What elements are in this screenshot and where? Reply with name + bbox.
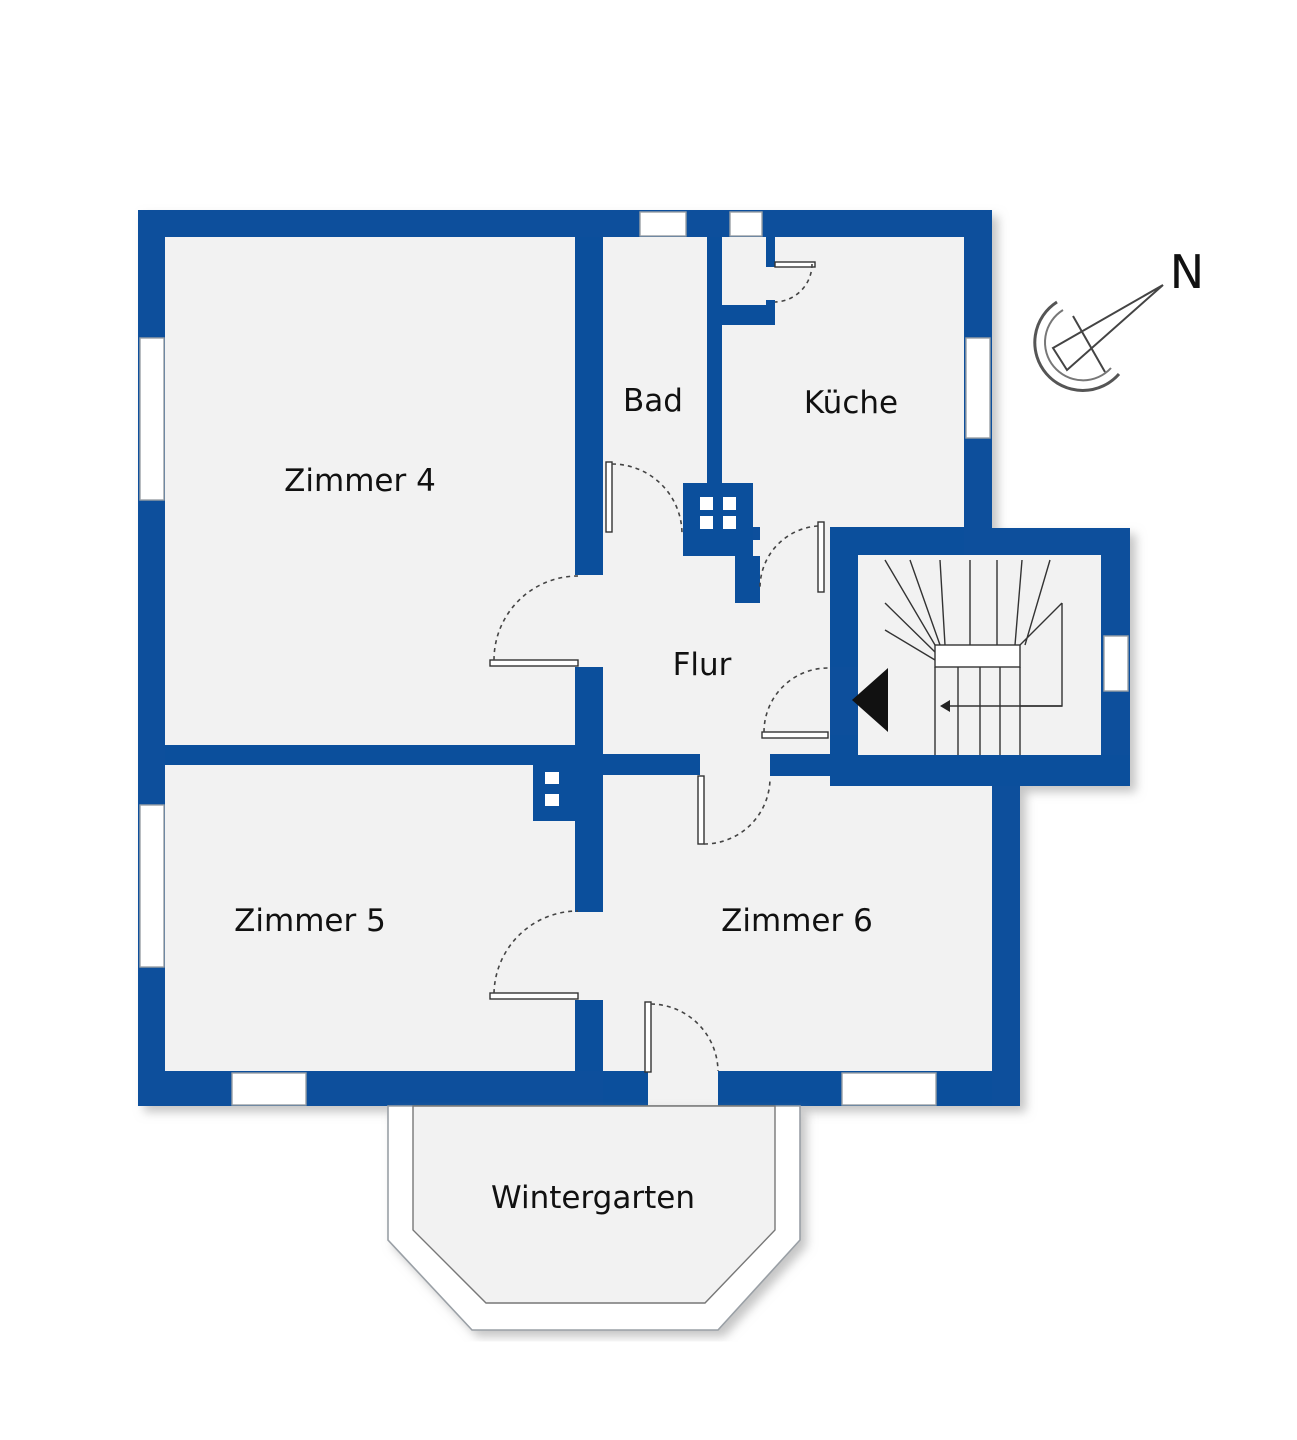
wall-z5-z6 — [575, 821, 603, 912]
wall-kueche-nook — [722, 305, 775, 325]
wall-chimney-tail — [735, 556, 760, 603]
wall-flur-z6-left — [603, 754, 700, 775]
door-bad — [605, 461, 613, 533]
chimney-left — [533, 765, 603, 821]
door-z4 — [489, 659, 579, 667]
window-right-kueche — [965, 337, 991, 439]
room-label-bad: Bad — [623, 383, 683, 419]
room-label-kueche: Küche — [804, 385, 898, 421]
room-label-zimmer4: Zimmer 4 — [284, 463, 436, 499]
wall-kueche-nook-v2 — [766, 300, 775, 325]
wall-z4-bad — [575, 237, 603, 575]
wintergarten — [387, 1105, 801, 1331]
room-label-wintergarten: Wintergarten — [491, 1180, 695, 1216]
wall-kueche-nook-v — [766, 237, 775, 267]
north-arrow-icon — [1033, 284, 1164, 392]
flue — [545, 794, 559, 806]
window-top-bad — [639, 211, 687, 237]
wall-bottom-left — [603, 1071, 648, 1106]
staircase — [852, 559, 1063, 755]
floor-zimmer6 — [603, 775, 992, 1071]
flue — [723, 497, 736, 510]
window-right-stair — [1103, 635, 1129, 692]
floor-kueche — [722, 237, 964, 527]
door-wintergarten — [644, 1001, 652, 1073]
wall-bad-kueche — [707, 237, 722, 483]
floor-z6-bottom-door — [648, 1070, 718, 1107]
door-kueche-nook — [774, 261, 816, 268]
entrance-triangle-icon — [852, 668, 888, 732]
windows — [139, 211, 1129, 1106]
window-left-z5 — [139, 804, 165, 968]
wall-flur-stair — [830, 735, 858, 755]
doors — [489, 261, 829, 1073]
flue — [700, 497, 713, 510]
window-top-kueche — [729, 211, 763, 237]
wall-z5-z6-lower — [575, 1000, 603, 1071]
stair-direction-arrow-icon — [940, 700, 950, 712]
floor-flur — [603, 540, 830, 754]
wall-z4-z5 — [165, 745, 575, 765]
wall-stair-bottom — [830, 755, 1130, 786]
floors — [165, 237, 1101, 1107]
door-z6-top — [697, 775, 705, 845]
floor-flur-left — [490, 575, 605, 667]
room-labels: Zimmer 4 Bad Küche Flur Zimmer 5 Zimmer … — [234, 245, 1204, 1216]
chimney-flues — [545, 497, 736, 806]
floor-z6-top — [700, 754, 770, 784]
door-kueche — [817, 521, 825, 593]
window-bottom-z6 — [841, 1072, 937, 1106]
room-label-zimmer6: Zimmer 6 — [721, 903, 873, 939]
wall-z4-flur — [575, 667, 603, 767]
window-left-z4 — [139, 337, 165, 501]
room-label-flur: Flur — [673, 647, 732, 683]
window-bottom-z5 — [231, 1072, 307, 1106]
flue — [723, 516, 736, 529]
floor-z5z6-door — [490, 912, 605, 1000]
flue — [700, 516, 713, 529]
door-z5 — [489, 992, 579, 1000]
chimney-center — [683, 483, 753, 556]
door-stair — [761, 731, 829, 739]
flue — [545, 772, 559, 784]
north-label: N — [1170, 245, 1204, 299]
wintergarten-floor — [412, 1105, 776, 1304]
room-label-zimmer5: Zimmer 5 — [234, 903, 386, 939]
wall-kueche-bottom — [830, 527, 964, 555]
